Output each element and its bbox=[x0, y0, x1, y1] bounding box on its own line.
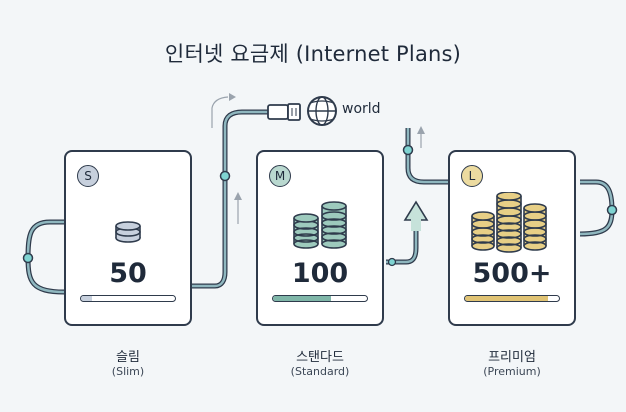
plan-sublabel-premium: (Premium) bbox=[483, 365, 541, 378]
plan-value: 100 bbox=[291, 258, 349, 289]
plan-sublabel-slim: (Slim) bbox=[111, 365, 145, 378]
plan-card-slim[interactable]: S 50 bbox=[64, 150, 192, 326]
globe-icon bbox=[307, 96, 337, 126]
plan-card-standard[interactable]: M 100 bbox=[256, 150, 384, 326]
plan-value: 500+ bbox=[472, 258, 552, 289]
network-label: world bbox=[342, 101, 381, 117]
page-title: 인터넷 요금제 (Internet Plans) bbox=[164, 42, 462, 66]
plan-label-premium: 프리미엄 bbox=[488, 350, 536, 365]
wire-node bbox=[402, 144, 414, 156]
usage-bar bbox=[464, 295, 560, 302]
plan-sublabel-standard: (Standard) bbox=[290, 365, 350, 378]
plan-label-slim: 슬림 bbox=[116, 350, 140, 365]
wire-node bbox=[219, 170, 231, 182]
plan-size-badge: L bbox=[461, 165, 483, 187]
wire-node bbox=[22, 252, 34, 264]
ethernet-plug-icon bbox=[267, 103, 301, 121]
coin-stack-icon bbox=[293, 201, 347, 249]
plan-size-badge: M bbox=[269, 165, 291, 187]
plan-value: 50 bbox=[109, 258, 147, 289]
coin-stack-icon bbox=[115, 221, 141, 243]
plan-card-premium[interactable]: L bbox=[448, 150, 576, 326]
plan-label-standard: 스탠다드 bbox=[296, 350, 344, 365]
usage-bar bbox=[272, 295, 368, 302]
coin-stack-icon bbox=[471, 192, 547, 253]
wire-node bbox=[387, 257, 397, 267]
usage-bar bbox=[80, 295, 176, 302]
wire-node bbox=[606, 204, 618, 216]
plan-size-badge: S bbox=[77, 165, 99, 187]
